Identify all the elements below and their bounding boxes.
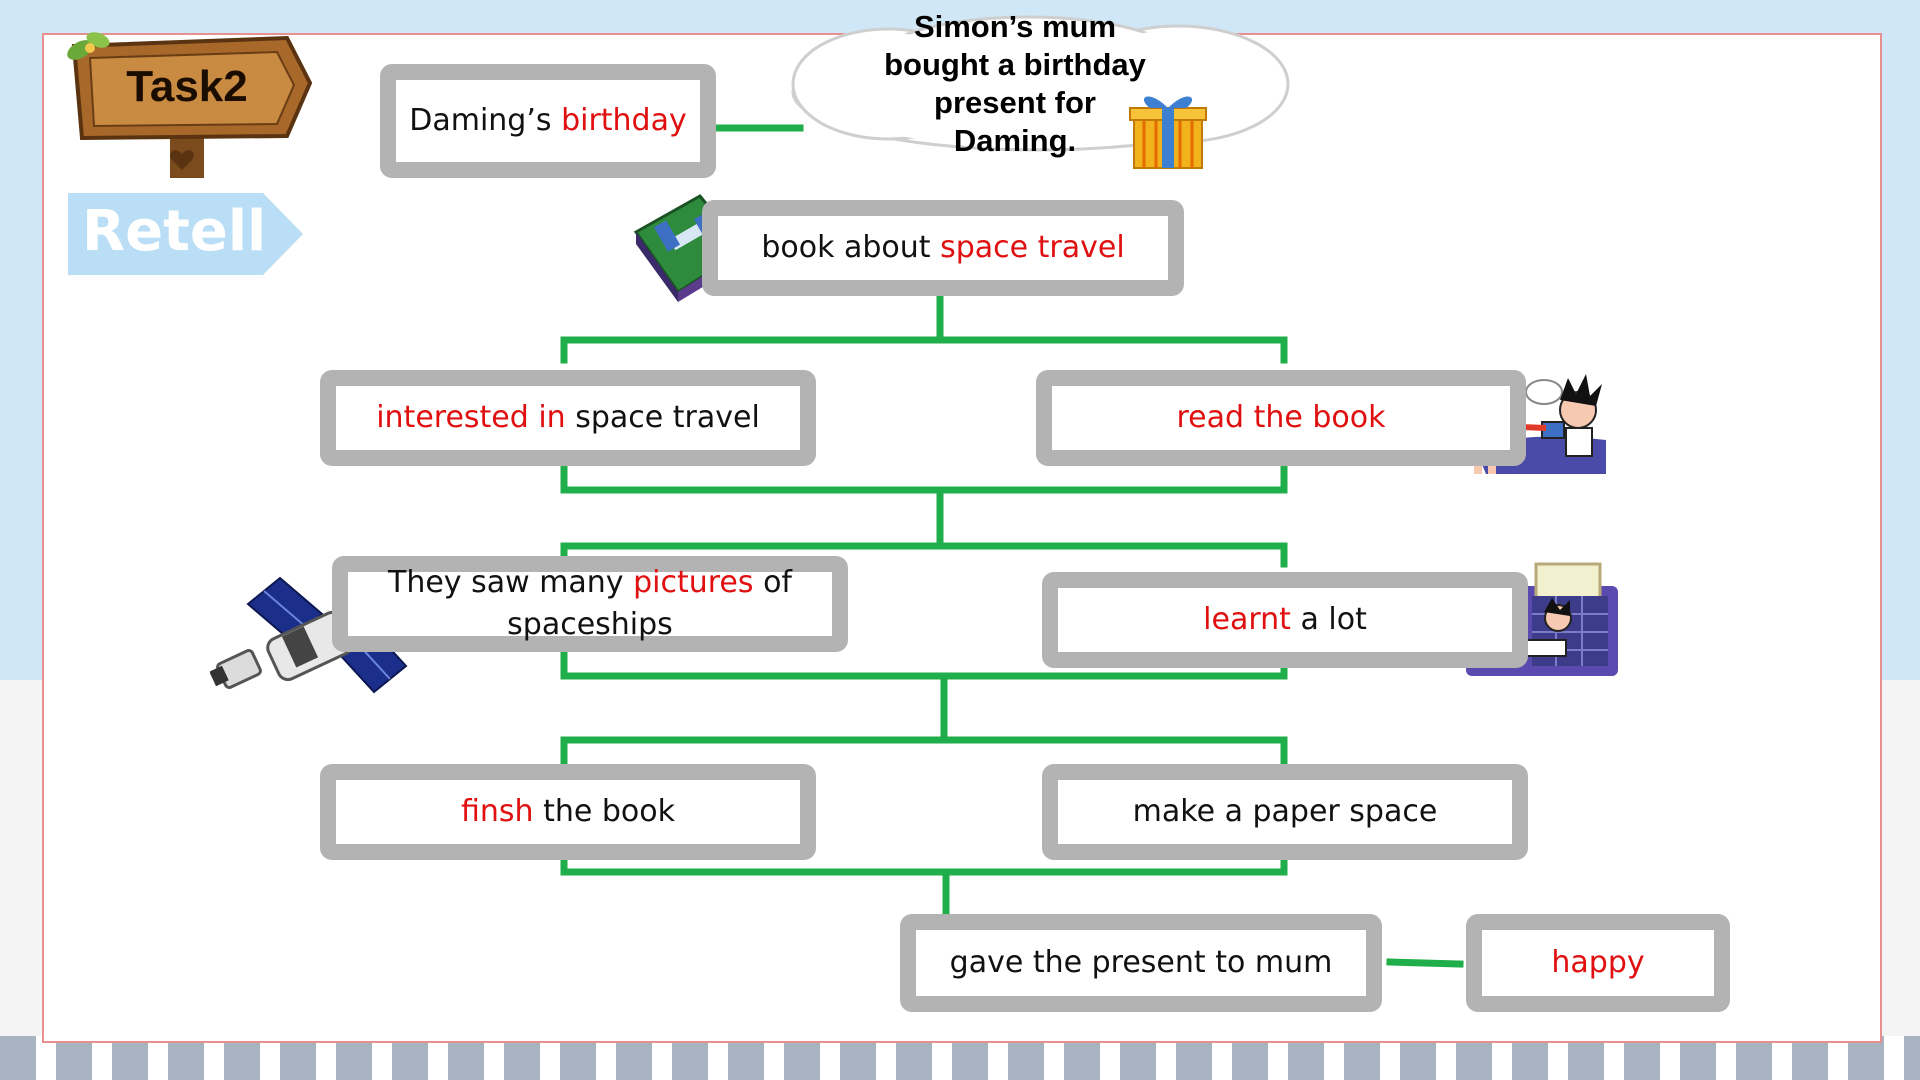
interested-keyword: interested in bbox=[376, 400, 566, 435]
gave-present-text: gave the present to mum bbox=[949, 945, 1333, 980]
node-paper-space: make a paper space bbox=[1042, 764, 1528, 860]
node-learnt: learnt a lot bbox=[1042, 572, 1528, 668]
task-label: Task2 bbox=[126, 62, 248, 111]
finish-suffix: the book bbox=[533, 794, 675, 829]
connector-level2-top bbox=[560, 542, 1288, 568]
cloud-line-3: present for bbox=[934, 85, 1096, 120]
cloud-line-1: Simon’s mum bbox=[913, 9, 1117, 44]
node-birthday: Daming’s birthday bbox=[380, 64, 716, 178]
node-pictures: They saw many pictures of spaceships bbox=[332, 556, 848, 652]
node-interested: interested in space travel bbox=[320, 370, 816, 466]
connector-level3-top bbox=[560, 736, 1288, 766]
connector-level3-bottom bbox=[560, 854, 1288, 876]
interested-suffix: space travel bbox=[565, 400, 760, 435]
retell-tag bbox=[68, 193, 303, 275]
book-prefix: book about bbox=[761, 230, 941, 265]
learnt-keyword: learnt bbox=[1203, 602, 1291, 637]
pictures-prefix: They saw many bbox=[388, 565, 634, 600]
cloud-text: Simon’s mum bought a birthday present fo… bbox=[855, 8, 1175, 160]
connector-level1-bottom bbox=[560, 460, 1288, 494]
connector-gave-happy bbox=[1386, 958, 1464, 968]
node-gave-present: gave the present to mum bbox=[900, 914, 1382, 1012]
node-happy: happy bbox=[1466, 914, 1730, 1012]
connector-level1-top bbox=[560, 336, 1288, 364]
learnt-suffix: a lot bbox=[1290, 602, 1367, 637]
paper-space-text: make a paper space bbox=[1132, 794, 1438, 829]
cloud-line-2: bought a birthday bbox=[884, 47, 1146, 82]
node-finish: finsh the book bbox=[320, 764, 816, 860]
happy-keyword: happy bbox=[1551, 945, 1645, 980]
retell-label: Retell bbox=[82, 199, 267, 264]
task-sign bbox=[67, 32, 312, 178]
node-read-book: read the book bbox=[1036, 370, 1526, 466]
birthday-prefix: Daming’s bbox=[409, 103, 562, 138]
read-book-keyword: read the book bbox=[1176, 400, 1386, 435]
pictures-keyword: pictures bbox=[633, 565, 754, 600]
book-keyword: space travel bbox=[940, 230, 1125, 265]
node-book: book about space travel bbox=[702, 200, 1184, 296]
stripe-border bbox=[0, 1036, 1920, 1080]
finish-keyword: finsh bbox=[461, 794, 534, 829]
cloud-line-4: Daming. bbox=[953, 123, 1077, 158]
gift-icon bbox=[1129, 96, 1207, 169]
birthday-keyword: birthday bbox=[561, 103, 687, 138]
pictures-suffix: of spaceships bbox=[507, 565, 792, 642]
leaf-decoration bbox=[67, 32, 110, 60]
